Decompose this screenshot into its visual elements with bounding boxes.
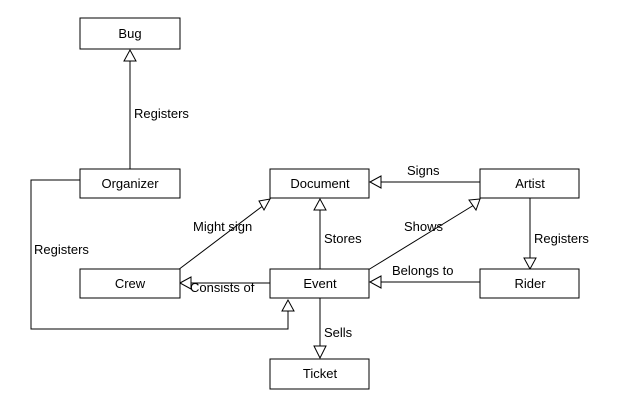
edge-label-artist-document: Signs bbox=[407, 163, 440, 178]
node-bug: Bug bbox=[79, 17, 181, 50]
edge-label-event-crew: Consists of bbox=[190, 280, 255, 295]
arrowhead-crew bbox=[178, 276, 192, 290]
node-event: Event bbox=[269, 268, 370, 299]
node-rider: Rider bbox=[479, 268, 580, 299]
edge-label-artist-rider: Registers bbox=[534, 231, 589, 246]
connector-organizer-event bbox=[30, 179, 289, 330]
arrowhead-document-crew bbox=[258, 198, 271, 212]
connector-crew-document bbox=[177, 204, 265, 271]
edge-label-rider-event: Belongs to bbox=[392, 263, 453, 278]
connectors bbox=[30, 61, 531, 346]
edge-labels: Registers Registers Signs Might sign Sto… bbox=[34, 106, 589, 340]
arrowheads bbox=[123, 48, 537, 360]
node-event-label: Event bbox=[303, 276, 337, 291]
edge-label-event-document: Stores bbox=[324, 231, 362, 246]
node-document: Document bbox=[269, 168, 370, 199]
node-ticket-label: Ticket bbox=[303, 366, 338, 381]
node-organizer: Organizer bbox=[79, 168, 181, 199]
node-rider-label: Rider bbox=[514, 276, 546, 291]
node-artist: Artist bbox=[479, 168, 580, 199]
edge-label-event-ticket: Sells bbox=[324, 325, 353, 340]
arrowhead-artist bbox=[468, 198, 481, 212]
node-document-label: Document bbox=[290, 176, 350, 191]
arrowhead-rider bbox=[523, 257, 537, 271]
node-ticket: Ticket bbox=[269, 358, 370, 390]
node-artist-label: Artist bbox=[515, 176, 545, 191]
edge-label-crew-document: Might sign bbox=[193, 219, 252, 234]
node-organizer-label: Organizer bbox=[101, 176, 159, 191]
edge-label-organizer-bug: Registers bbox=[134, 106, 189, 121]
node-crew: Crew bbox=[79, 268, 181, 299]
connector-event-artist bbox=[367, 204, 475, 271]
node-crew-label: Crew bbox=[115, 276, 146, 291]
edge-label-organizer-event: Registers bbox=[34, 242, 89, 257]
arrowhead-event-right bbox=[368, 275, 382, 289]
arrowhead-event-bottom bbox=[281, 298, 295, 312]
arrowhead-bug bbox=[123, 48, 137, 62]
node-bug-label: Bug bbox=[118, 26, 141, 41]
arrowhead-ticket bbox=[313, 345, 327, 360]
arrowhead-document-bottom bbox=[313, 197, 327, 211]
arrowhead-document-right bbox=[368, 175, 382, 189]
edge-label-event-artist: Shows bbox=[404, 219, 444, 234]
